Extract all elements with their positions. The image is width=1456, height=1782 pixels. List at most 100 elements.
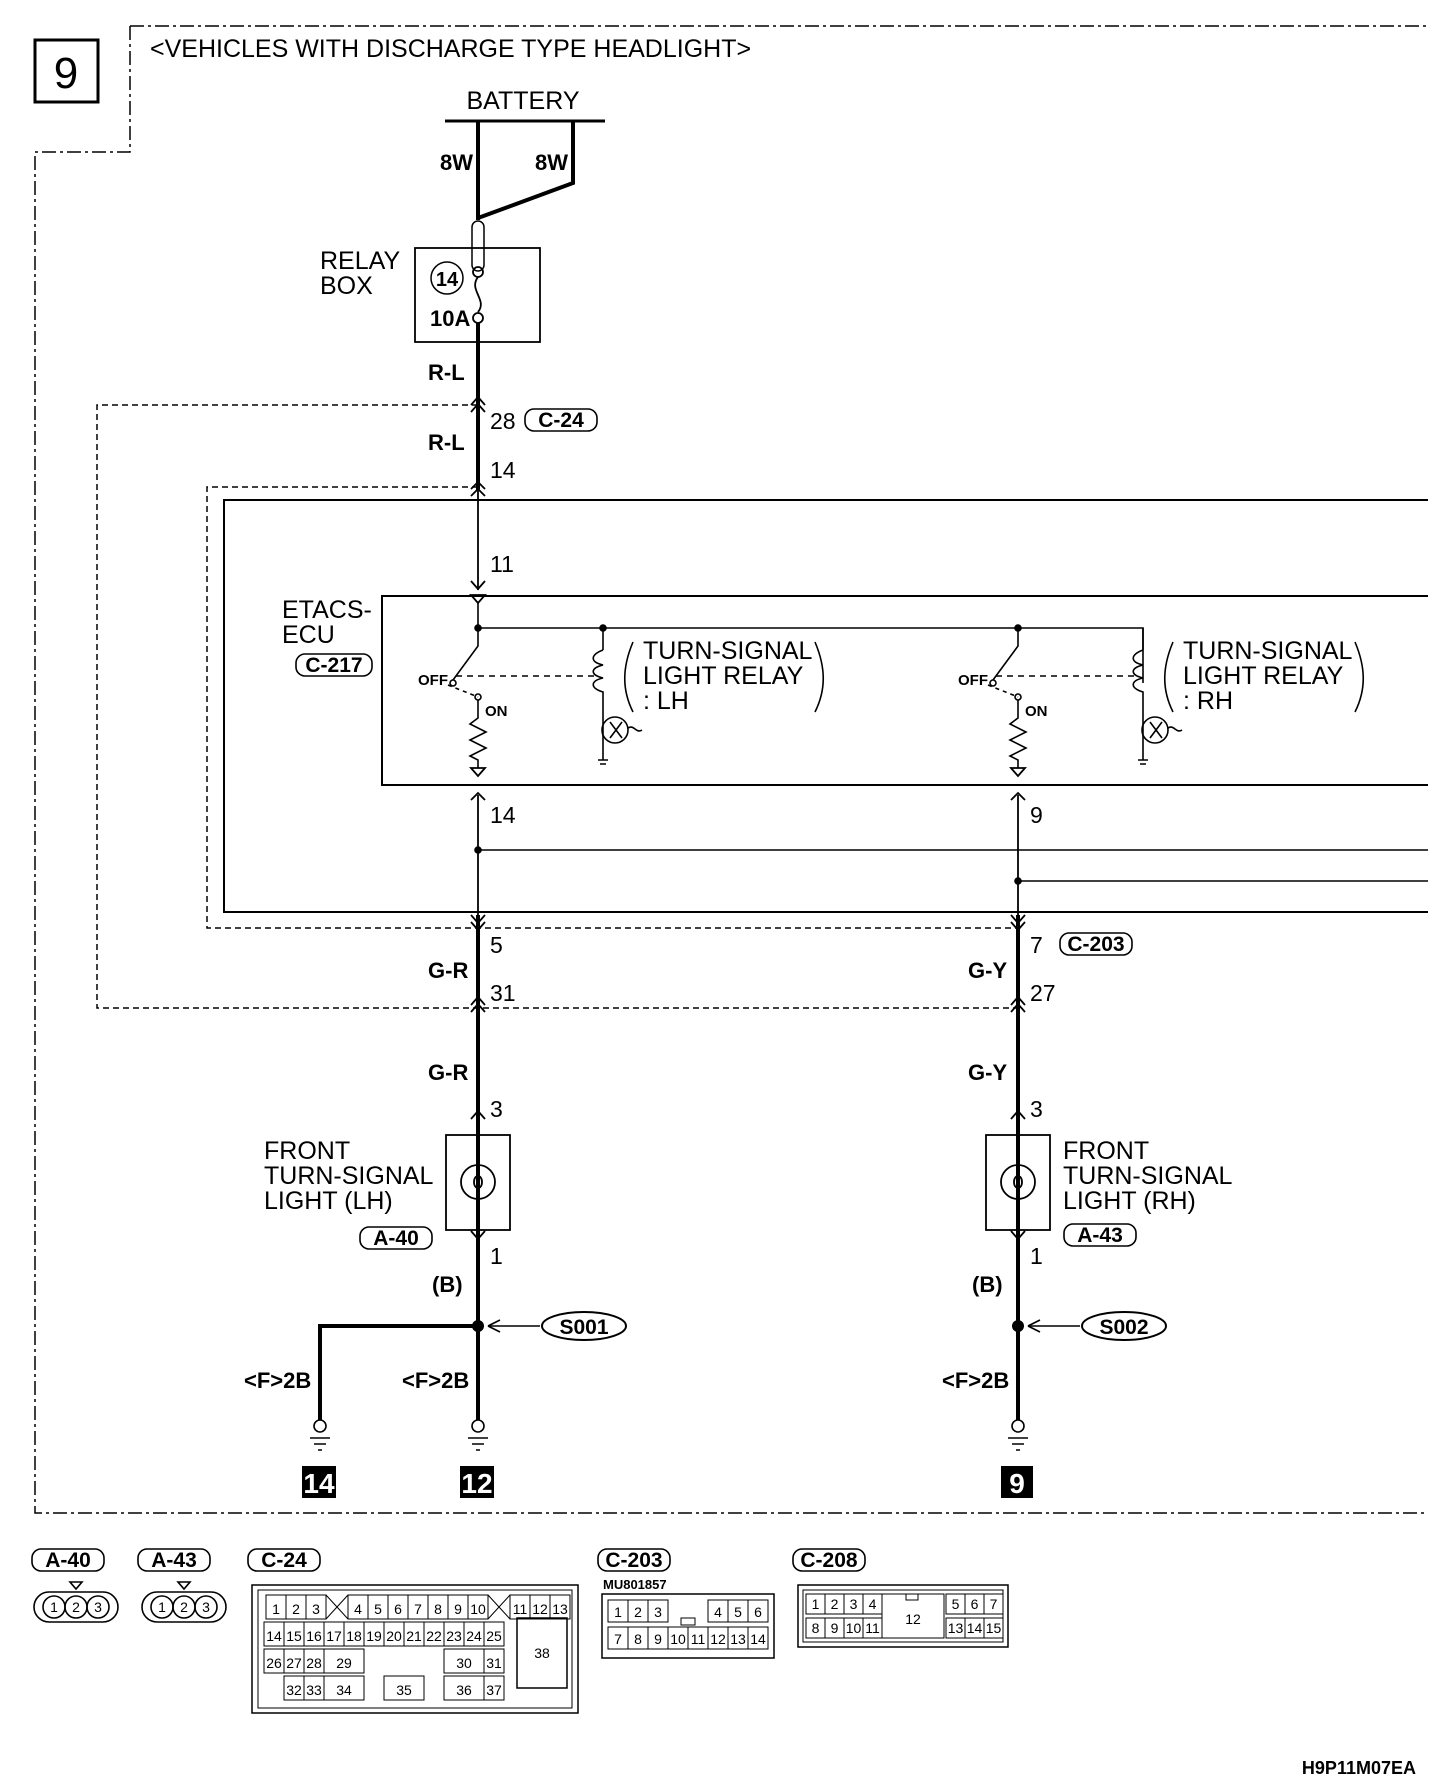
c208-face-badge	[792, 1548, 866, 1572]
page-number: 9	[54, 49, 78, 98]
connector-cell	[305, 1594, 327, 1620]
pin-number: 4	[869, 1596, 877, 1612]
pin-number: 31	[490, 980, 516, 1006]
fuse-number: 14	[436, 269, 459, 291]
connector-cell	[323, 1675, 365, 1701]
connector-cell	[983, 1593, 1004, 1615]
pin-number: 23	[446, 1628, 462, 1644]
pin-number: 17	[326, 1628, 342, 1644]
front-lh-label: TURN-SIGNAL	[264, 1162, 434, 1190]
c208-face-label: C-208	[800, 1549, 858, 1572]
c203-face	[601, 1593, 775, 1659]
a40-face-label: A-40	[45, 1549, 91, 1572]
relay-box-label: RELAY	[320, 247, 400, 275]
wire-lh-main	[476, 323, 1020, 1420]
connector-cell	[747, 1599, 769, 1623]
c208-center-pin: 12	[905, 1611, 921, 1627]
wire-color-label: G-Y	[968, 958, 1007, 983]
pin-number: 9	[654, 1631, 662, 1647]
wire-color-label: G-R	[428, 958, 468, 983]
wire-size-label: 8W	[440, 150, 473, 175]
wire-color-label: R-L	[428, 360, 465, 385]
connector-cell	[549, 1594, 571, 1620]
wire-size-label: 8W	[535, 150, 568, 175]
pin-number: 14	[490, 457, 516, 483]
c203-part-number: MU801857	[603, 1577, 667, 1592]
page-ref-number: 12	[461, 1468, 492, 1499]
c24-face	[251, 1584, 579, 1714]
pin-number: 9	[831, 1620, 839, 1636]
a43-badge	[1063, 1223, 1137, 1247]
pin-number: 5	[374, 1601, 382, 1617]
page-ref-number: 9	[1009, 1468, 1025, 1499]
pin-number: 6	[971, 1596, 979, 1612]
pin-number: 7	[614, 1631, 622, 1647]
switch-on-label: ON	[1025, 703, 1048, 720]
connector-cell	[983, 1617, 1004, 1639]
relay-box-label: BOX	[320, 272, 373, 300]
etacs-ecu-box	[381, 595, 1428, 786]
pin-number: 11	[691, 1631, 706, 1647]
relay-lh-label: : LH	[643, 687, 689, 715]
pin-number: 31	[486, 1655, 502, 1671]
c208-face	[797, 1584, 1009, 1648]
pin-number: 10	[470, 1601, 486, 1617]
connector-cell	[483, 1621, 505, 1647]
pin-number: 14	[490, 802, 516, 828]
pin-number: 2	[72, 1599, 80, 1615]
front-lh-label: FRONT	[264, 1137, 350, 1165]
pin-number: 3	[94, 1599, 102, 1615]
page-frame	[33, 25, 1428, 1514]
pin-number: 18	[346, 1628, 362, 1644]
connector-cell	[747, 1626, 769, 1650]
pin-number: 13	[948, 1620, 964, 1636]
pin-number: 3	[1030, 1096, 1043, 1122]
etacs-label: ETACS-	[282, 596, 372, 624]
pin-number: 3	[654, 1604, 662, 1620]
connector-frames	[96, 404, 1428, 1009]
pin-number: 1	[158, 1599, 166, 1615]
pin-number: 7	[990, 1596, 998, 1612]
front-rh-label: FRONT	[1063, 1137, 1149, 1165]
pin-number: 14	[967, 1620, 983, 1636]
output-branches	[474, 846, 1428, 885]
pin-number: 27	[286, 1655, 302, 1671]
ground-point-label: <F>2B	[244, 1368, 311, 1393]
pin-number: 1	[1030, 1243, 1043, 1269]
a40-face	[33, 1581, 119, 1623]
pin-number: 27	[1030, 980, 1056, 1006]
pin-number: 16	[306, 1628, 322, 1644]
c217-badge	[295, 653, 373, 677]
pin-number: 29	[336, 1655, 352, 1671]
pin-number: 9	[454, 1601, 462, 1617]
etacs-internal-rh	[987, 628, 1183, 768]
splice-s001: S001	[559, 1316, 608, 1339]
c24-badge	[524, 408, 598, 432]
connector-cell	[862, 1617, 883, 1639]
pin-number: 32	[286, 1682, 302, 1698]
connector-cell	[483, 1675, 505, 1701]
c203-badge	[1059, 932, 1133, 956]
relay-rh-label: : RH	[1183, 687, 1233, 715]
pin-number: 7	[414, 1601, 422, 1617]
pin-number: 21	[406, 1628, 422, 1644]
pin-number: 4	[354, 1601, 362, 1617]
pin-number: 11	[490, 551, 514, 577]
pin-number: 30	[456, 1655, 472, 1671]
pin-number: 15	[286, 1628, 302, 1644]
pin-number: 28	[306, 1655, 322, 1671]
relay-rh-label: LIGHT RELAY	[1183, 662, 1344, 690]
pin-number: 36	[456, 1682, 472, 1698]
page-ref-badge	[302, 1466, 336, 1498]
wire-color-label: G-Y	[968, 1060, 1007, 1085]
c203-label: C-203	[1067, 933, 1124, 956]
etacs-label: ECU	[282, 621, 335, 649]
pin-number: 14	[266, 1628, 282, 1644]
pin-number: 13	[730, 1631, 746, 1647]
fuse-rating: 10A	[430, 306, 470, 331]
pin-number: 35	[396, 1682, 412, 1698]
